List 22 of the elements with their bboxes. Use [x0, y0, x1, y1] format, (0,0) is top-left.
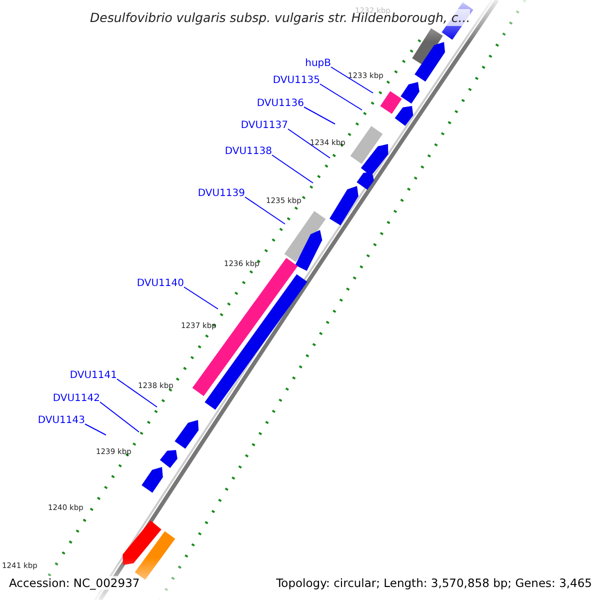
leader-line [244, 196, 286, 224]
gene-label: DVU1138 [224, 146, 272, 158]
leader-line [100, 402, 140, 432]
footer-text: Accession: NC_002937 [9, 576, 140, 590]
footer-text: Topology: circular; Length: 3,570,858 bp; Genes: 3,465 [276, 576, 592, 590]
leader-line [320, 84, 362, 110]
gene-label: DVU1142 [52, 393, 100, 405]
gene-label: DVU1143 [38, 415, 85, 427]
gene-label: DVU1140 [136, 278, 184, 290]
leader-line [288, 128, 330, 158]
leader-line [184, 286, 218, 310]
gene-label: DVU1137 [240, 120, 288, 132]
gene-label: DVU1141 [70, 370, 117, 382]
leader-line [304, 106, 336, 124]
leader-line [116, 378, 158, 408]
gene-label: DVU1136 [256, 98, 304, 110]
leader-line [84, 424, 106, 436]
leader-line [272, 154, 314, 184]
gene-label: DVU1135 [272, 75, 320, 87]
leader-line [330, 66, 374, 94]
gene-label: hupB [305, 58, 331, 70]
gene-label: DVU1139 [198, 188, 245, 200]
